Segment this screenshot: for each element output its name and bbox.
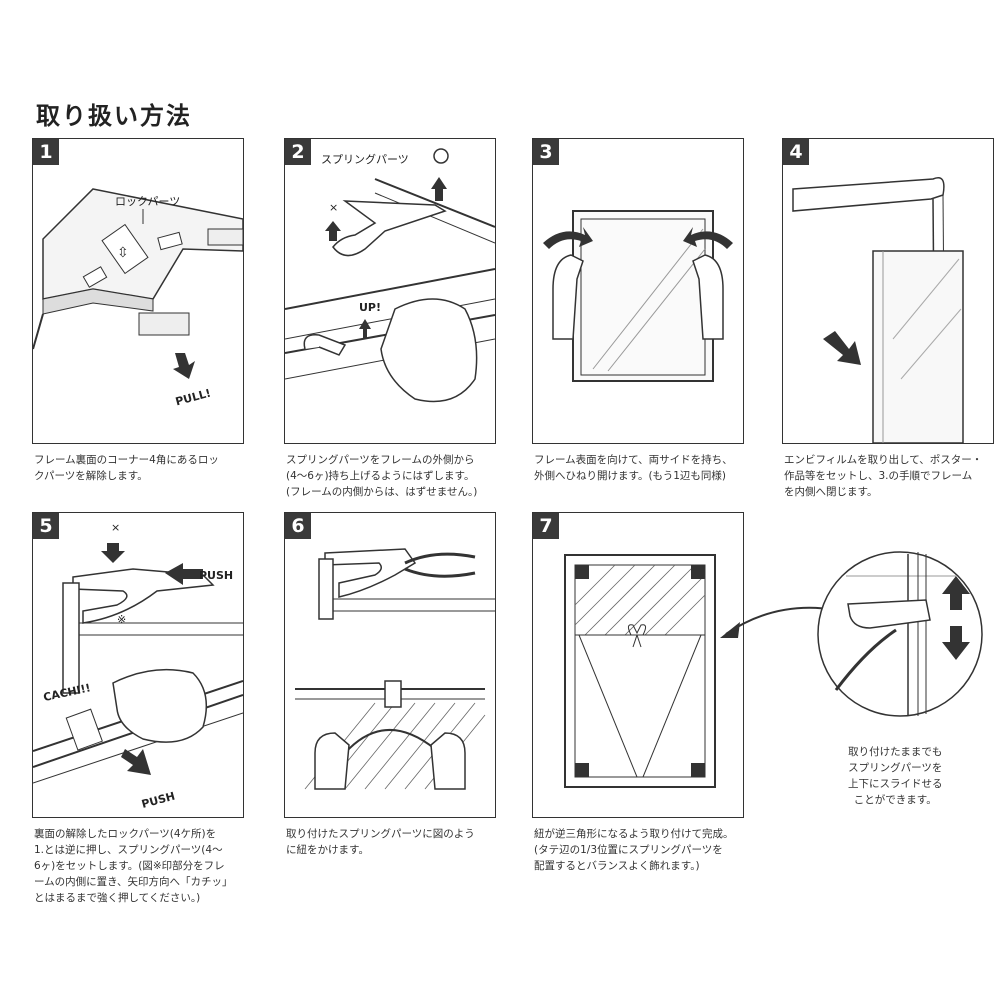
- step-5-panel: × PUSH ※ CACHI!! PUSH 5: [32, 512, 244, 818]
- step-3-caption: フレーム表面を向けて、両サイドを持ち、 外側へひねり開けます。(もう1辺も同様): [534, 452, 733, 484]
- caption-line: 作品等をセットし、3.の手順でフレーム: [784, 470, 973, 482]
- caption-line: とはまるまで強く押してください。): [34, 892, 201, 904]
- step-7-caption: 紐が逆三角形になるよう取り付けて完成。 (タテ辺の1/3位置にスプリングパーツを…: [534, 826, 734, 874]
- step-3-panel: 3: [532, 138, 744, 444]
- asterisk-mark: ※: [117, 613, 126, 626]
- step-1-number: 1: [33, 139, 59, 165]
- step-4-illustration: [792, 177, 964, 443]
- step-7-panel: 7: [532, 512, 744, 818]
- step-4-panel: 4: [782, 138, 994, 444]
- step-4-caption: エンビフィルムを取り出して、ポスター・ 作品等をセットし、3.の手順でフレーム …: [784, 452, 982, 500]
- caption-line: 紐が逆三角形になるよう取り付けて完成。: [534, 828, 734, 840]
- caption-line: 6ヶ)をセットします。(図※印部分をフレ: [34, 860, 225, 872]
- step-1-panel: ⇳ ロックパーツ PULL! 1: [32, 138, 244, 444]
- step-4-number: 4: [783, 139, 809, 165]
- step-7-number: 7: [533, 513, 559, 539]
- caption-line: 取り付けたスプリングパーツに図のよう: [286, 828, 475, 840]
- note-line: スプリングパーツを: [848, 762, 943, 774]
- caption-line: クパーツを解除します。: [34, 470, 148, 482]
- step-6-panel: 6: [284, 512, 496, 818]
- caption-line: 裏面の解除したロックパーツ(4ケ所)を: [34, 828, 217, 840]
- pull-label: PULL!: [174, 387, 212, 409]
- step-5-caption: 裏面の解除したロックパーツ(4ケ所)を 1.とは逆に押し、スプリングパーツ(4〜…: [34, 826, 232, 906]
- step-1-illustration: ⇳ ロックパーツ PULL!: [33, 188, 243, 409]
- caption-line: スプリングパーツをフレームの外側から: [286, 454, 475, 466]
- caption-line: エンビフィルムを取り出して、ポスター・: [784, 454, 983, 466]
- caption-line: (タテ辺の1/3位置にスプリングパーツを: [534, 844, 723, 856]
- step-2-number: 2: [285, 139, 311, 165]
- caption-line: に紐をかけます。: [286, 844, 369, 856]
- caption-line: ームの内側に置き、矢印方向へ「カチッ」: [34, 876, 233, 888]
- caption-line: (フレームの内側からは、はずせません。): [286, 486, 478, 498]
- step-2-panel: スプリングパーツ × UP! 2: [284, 138, 496, 444]
- step-6-caption: 取り付けたスプリングパーツに図のよう に紐をかけます。: [286, 826, 475, 858]
- svg-text:⇳: ⇳: [117, 245, 129, 261]
- caption-line: を内側へ閉じます。: [784, 486, 878, 498]
- spring-parts-label: スプリングパーツ: [321, 152, 409, 166]
- caption-line: 1.とは逆に押し、スプリングパーツ(4〜: [34, 844, 223, 856]
- caption-line: フレーム裏面のコーナー4角にあるロッ: [34, 454, 219, 466]
- slide-note: 取り付けたままでも スプリングパーツを 上下にスライドせる ことができます。: [848, 744, 943, 808]
- page-title: 取り扱い方法: [36, 102, 192, 130]
- lock-parts-label: ロックパーツ: [115, 195, 180, 208]
- step-2-caption: スプリングパーツをフレームの外側から (4〜6ヶ)持ち上げるようにはずします。 …: [286, 452, 477, 500]
- note-line: 上下にスライドせる: [848, 778, 943, 790]
- step-2-illustration: スプリングパーツ × UP!: [285, 148, 495, 403]
- note-line: ことができます。: [853, 794, 937, 806]
- ng-mark: ×: [329, 201, 338, 214]
- step-5-number: 5: [33, 513, 59, 539]
- caption-line: 配置するとバランスよく飾れます。): [534, 860, 700, 872]
- step-1-caption: フレーム裏面のコーナー4角にあるロッ クパーツを解除します。: [34, 452, 219, 484]
- step-3-number: 3: [533, 139, 559, 165]
- note-line: 取り付けたままでも: [848, 746, 943, 758]
- step-3-illustration: [543, 210, 733, 382]
- caption-line: 外側へひねり開けます。(もう1辺も同様): [534, 470, 727, 482]
- ng-mark: ×: [111, 521, 120, 534]
- push-label-top: PUSH: [199, 569, 233, 582]
- step-7-illustration: [564, 554, 716, 788]
- slide-detail-illustration: [720, 551, 983, 717]
- step-5-illustration: × PUSH ※ CACHI!! PUSH: [33, 521, 243, 811]
- step-6-illustration: [295, 548, 495, 790]
- push-label-bottom: PUSH: [140, 790, 176, 811]
- step-6-number: 6: [285, 513, 311, 539]
- caption-line: フレーム表面を向けて、両サイドを持ち、: [534, 454, 733, 466]
- up-label: UP!: [359, 301, 381, 314]
- caption-line: (4〜6ヶ)持ち上げるようにはずします。: [286, 470, 475, 482]
